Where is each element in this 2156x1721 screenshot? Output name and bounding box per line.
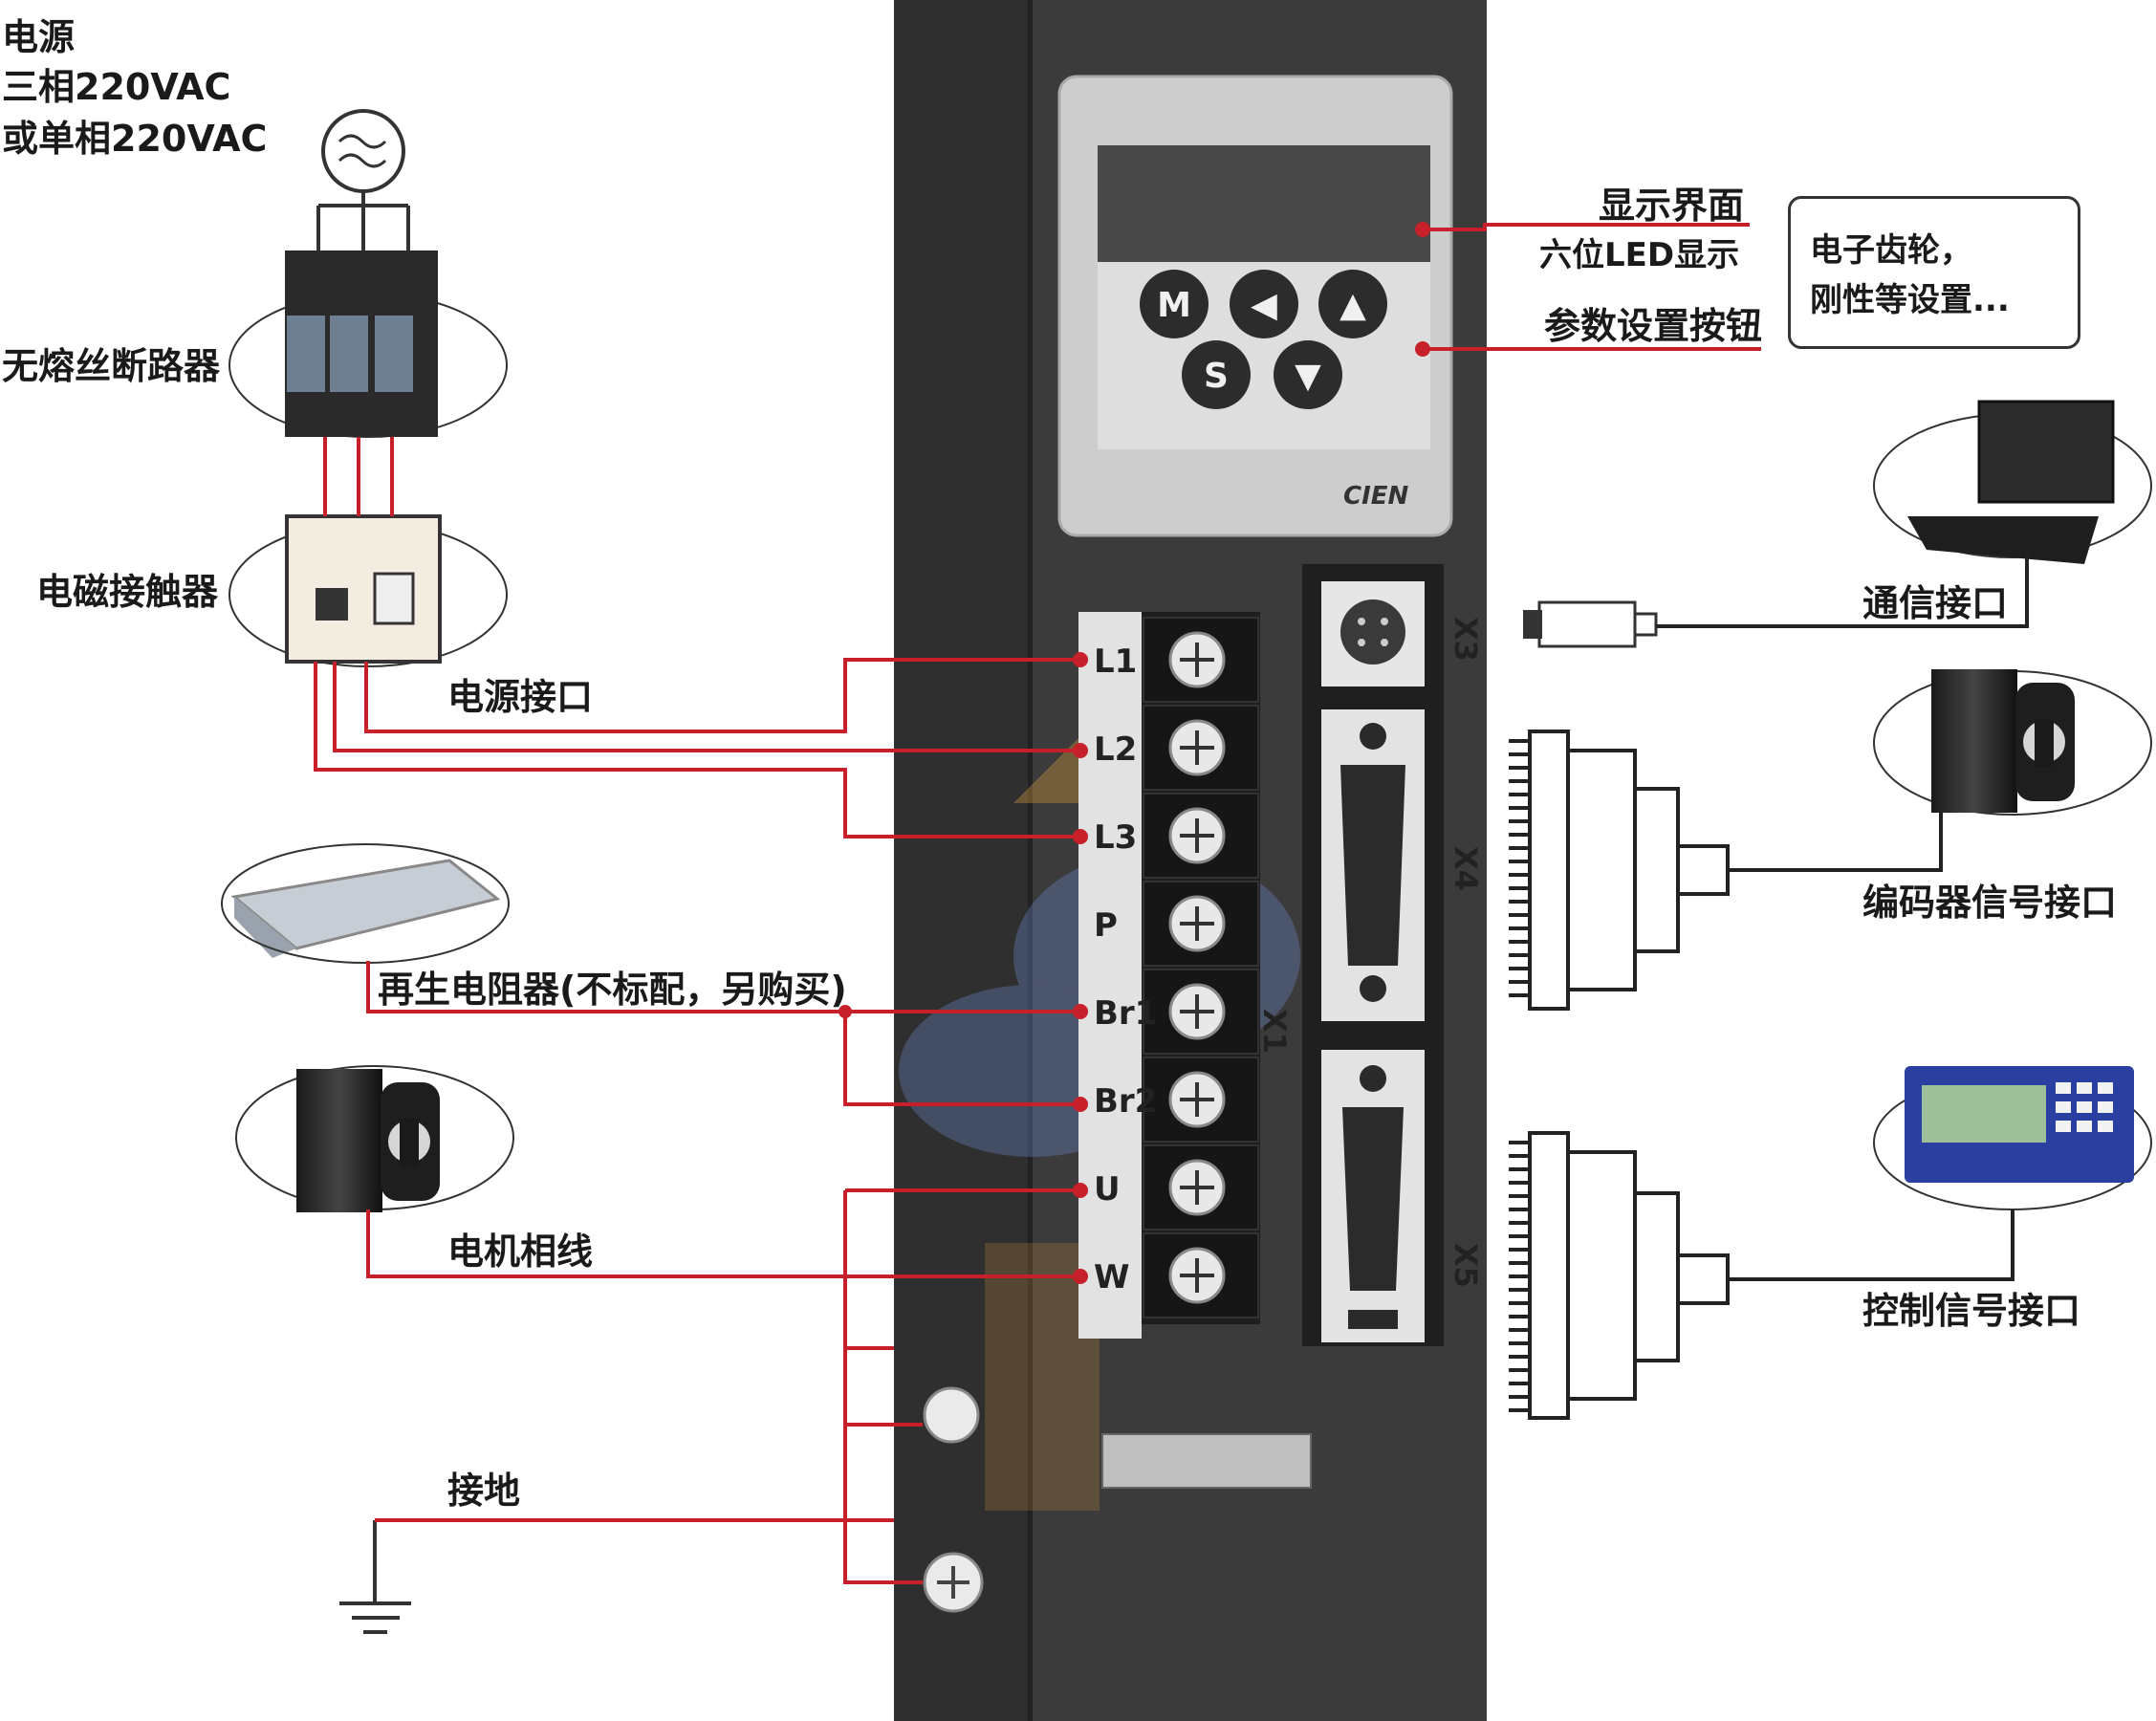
terminal-screw-w[interactable]	[1143, 1232, 1259, 1318]
x1-label: X1	[1256, 1009, 1293, 1054]
ground-label: 接地	[447, 1470, 521, 1512]
led-display-label: 六位LED显示	[1539, 236, 1740, 274]
terminal-screw-br1[interactable]	[1143, 969, 1259, 1055]
keypad-key-label: ▼	[1295, 357, 1321, 396]
terminal-screw-l2[interactable]	[1143, 705, 1259, 791]
contactor-label: 电磁接触器	[36, 571, 219, 613]
comm-port-label: 通信接口	[1862, 582, 2009, 624]
encoder-connector-icon	[1528, 730, 1730, 1011]
keypad-key-label: ▲	[1339, 286, 1366, 325]
power-source-label-1: 电源	[2, 16, 76, 58]
power-source-label-3: 或单相220VAC	[2, 118, 268, 160]
terminal-label-br1: Br1	[1094, 994, 1158, 1033]
x5-label: X5	[1448, 1243, 1484, 1288]
terminal-label-br2: Br2	[1094, 1082, 1158, 1121]
x4-port[interactable]	[1340, 765, 1405, 966]
brand-logo: CIEN	[1343, 482, 1409, 511]
param-buttons-label: 参数设置按钮	[1544, 305, 1763, 347]
ground-symbol-icon	[339, 1520, 411, 1634]
ground-screw-top	[923, 1386, 980, 1444]
bubble-line-1: 电子齿轮，	[1810, 231, 1972, 270]
regen-wires	[366, 961, 1080, 1106]
regen-resistor-label: 再生电阻器(不标配，另购买)	[378, 969, 847, 1011]
terminal-block-labels	[1078, 612, 1142, 1339]
display-callouts	[1423, 223, 1761, 351]
motor-phase-label: 电机相线	[447, 1231, 594, 1273]
control-connector-icon	[1528, 1131, 1730, 1420]
terminal-screw-u[interactable]	[1143, 1144, 1259, 1231]
power-wires	[314, 437, 1080, 839]
terminal-label-p: P	[1094, 906, 1118, 945]
x3-label: X3	[1448, 617, 1484, 662]
control-port-label: 控制信号接口	[1862, 1290, 2081, 1332]
peripheral-wires	[1656, 555, 2029, 1281]
x3-port[interactable]	[1340, 599, 1405, 664]
terminal-label-l2: L2	[1094, 730, 1138, 769]
servo-motor-icon-right	[1931, 669, 2017, 813]
keypad-key-4[interactable]: ▼	[1274, 340, 1342, 409]
keypad-key-3[interactable]: S	[1182, 340, 1251, 409]
ac-source-icon	[321, 109, 405, 193]
settings-callout-bubble: 电子齿轮， 刚性等设置...	[1788, 196, 2080, 349]
encoder-port-label: 编码器信号接口	[1862, 882, 2118, 924]
keypad-key-2[interactable]: ▲	[1318, 270, 1387, 338]
x5-port[interactable]	[1342, 1107, 1404, 1291]
display-interface-label: 显示界面	[1599, 185, 1745, 227]
terminal-label-l3: L3	[1094, 818, 1138, 857]
comm-plug-icon	[1537, 600, 1637, 648]
keypad-key-label: ◀	[1251, 286, 1277, 325]
power-port-label: 电源接口	[447, 676, 594, 718]
terminal-label-l1: L1	[1094, 643, 1138, 681]
terminal-label-u: U	[1094, 1170, 1121, 1209]
keypad-key-label: M	[1157, 286, 1191, 325]
terminal-screw-br2[interactable]	[1143, 1057, 1259, 1143]
x4-label: X4	[1448, 846, 1484, 891]
motor-wires	[366, 1188, 1080, 1584]
servo-motor-icon-left	[296, 1069, 382, 1212]
keypad-key-0[interactable]: M	[1140, 270, 1209, 338]
terminal-label-w: W	[1094, 1258, 1130, 1296]
regen-resistor-icon	[230, 859, 501, 950]
nameplate-slot	[1101, 1433, 1312, 1489]
led-display	[1098, 145, 1430, 262]
wire-junction-dots	[838, 222, 1430, 1284]
bubble-line-2: 刚性等设置...	[1810, 281, 2010, 319]
terminal-screw-l1[interactable]	[1143, 617, 1259, 703]
power-source-label-2: 三相220VAC	[2, 66, 231, 108]
contactor-icon	[285, 514, 442, 664]
keypad-key-label: S	[1204, 357, 1229, 396]
breaker-label: 无熔丝断路器	[2, 345, 221, 387]
terminal-screw-l3[interactable]	[1143, 793, 1259, 879]
keypad-key-1[interactable]: ◀	[1230, 270, 1298, 338]
terminal-screw-p[interactable]	[1143, 881, 1259, 967]
laptop-icon	[1977, 400, 2115, 504]
